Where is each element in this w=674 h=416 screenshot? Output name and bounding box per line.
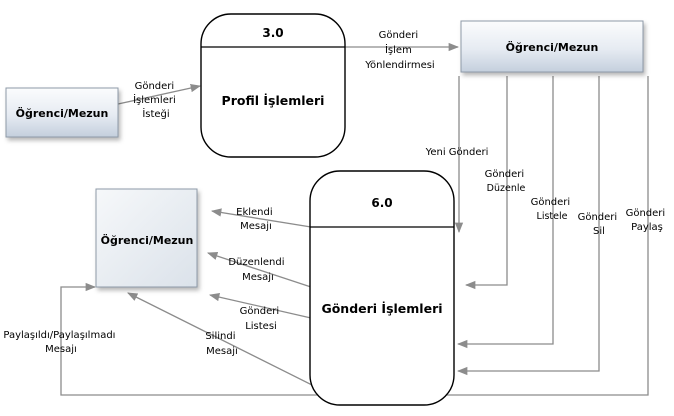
- flow-listele-label: Gönderi Listele: [531, 197, 574, 222]
- flow-duzenlendi-label: Düzenlendi Mesajı: [228, 257, 287, 283]
- flow-duzenle-label: Gönderi Düzenle: [485, 169, 528, 194]
- process-3-id: 3.0: [262, 26, 283, 40]
- process-6: 6.0 Gönderi İşlemleri: [309, 170, 455, 406]
- flow-duzenle-line: [464, 76, 508, 290]
- entity-top-right-label: Öğrenci/Mezun: [506, 40, 599, 54]
- flow-sil-line: [456, 76, 600, 376]
- flow-silindi-label: Silindi Mesajı: [205, 331, 238, 357]
- flow-islem-yonlendirme-label: Gönderi İşlem Yönlendirmesi: [364, 30, 434, 71]
- flow-paylas-line: [60, 76, 649, 396]
- flow-islem-istegi-line: [117, 83, 202, 105]
- entity-left-label: Öğrenci/Mezun: [16, 106, 109, 120]
- entity-mid-left-label: Öğrenci/Mezun: [101, 233, 194, 247]
- process-3-name: Profil İşlemleri: [222, 93, 325, 108]
- flow-listele-line: [456, 76, 554, 349]
- flow-yeni-gonderi-label: Yeni Gönderi: [425, 147, 489, 158]
- flow-sil-label: Gönderi Sil: [578, 212, 621, 237]
- flow-listesi-label: Gönderi Listesi: [240, 306, 283, 332]
- flow-silindi-line: [127, 292, 325, 392]
- entity-top-right: Öğrenci/Mezun: [460, 20, 644, 73]
- flow-paylasildi-label: Paylaşıldı/Paylaşılmadı Mesajı: [3, 330, 118, 355]
- process-6-name: Gönderi İşlemleri: [321, 301, 442, 316]
- flow-islem-istegi-label: Gönderi İşlemleri İsteği: [133, 81, 179, 120]
- flow-eklendi-label: Eklendi Mesajı: [236, 207, 276, 232]
- entity-left: Öğrenci/Mezun: [5, 87, 119, 138]
- flow-eklendi-line: [210, 208, 312, 228]
- flow-duzenlendi-line: [207, 251, 312, 288]
- entity-mid-left: Öğrenci/Mezun: [95, 188, 198, 288]
- process-6-id: 6.0: [371, 196, 392, 210]
- flow-listesi-line: [208, 293, 312, 319]
- flow-paylas-label: Gönderi Paylaş: [626, 208, 669, 233]
- process-3: 3.0 Profil İşlemleri: [200, 13, 346, 158]
